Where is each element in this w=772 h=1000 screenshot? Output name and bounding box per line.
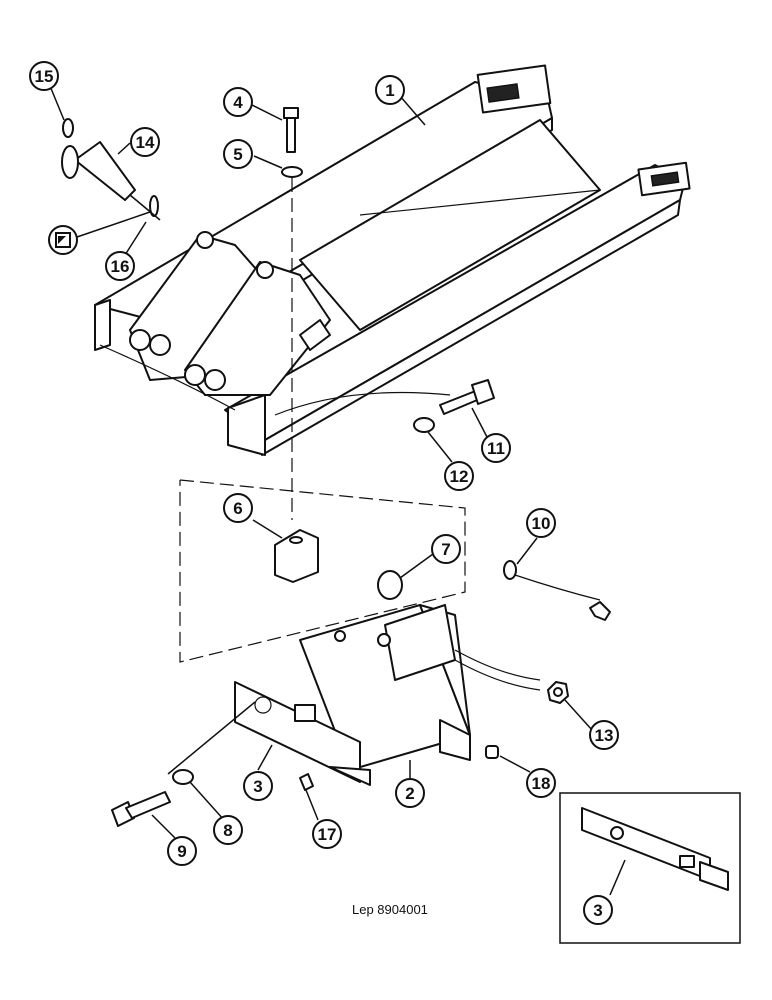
svg-text:3: 3 — [253, 777, 262, 796]
svg-text:12: 12 — [450, 467, 469, 486]
svg-text:11: 11 — [487, 439, 505, 458]
bolt-and-washer-right — [274, 379, 495, 433]
svg-text:10: 10 — [532, 514, 551, 533]
svg-text:16: 16 — [111, 257, 130, 276]
callout-2: 2 — [395, 778, 425, 808]
callout-13: 13 — [589, 720, 619, 750]
beam-assembly — [299, 604, 541, 771]
inset-detail — [559, 792, 741, 944]
pin-assembly — [61, 118, 161, 221]
leader-lines — [49, 85, 593, 839]
svg-text:9: 9 — [177, 842, 186, 861]
callout-3: 3 — [243, 771, 273, 801]
callout-11: 11 — [481, 433, 511, 463]
callout-16: 16 — [105, 251, 135, 281]
svg-text:17: 17 — [318, 825, 337, 844]
callout-5: 5 — [223, 139, 253, 169]
svg-text:14: 14 — [136, 133, 155, 152]
bolt-and-washer-top — [281, 107, 303, 520]
svg-text:1: 1 — [385, 81, 394, 100]
callout-18: 18 — [526, 768, 556, 798]
svg-text:2: 2 — [405, 784, 414, 803]
nut-and-plug — [485, 681, 569, 759]
callout-7: 7 — [431, 534, 461, 564]
reference-symbol-icon — [48, 211, 151, 255]
side-plate-assembly — [111, 681, 371, 827]
pad-bush-group — [274, 529, 611, 621]
svg-text:5: 5 — [233, 145, 242, 164]
callout-9: 9 — [167, 836, 197, 866]
callout-1: 1 — [375, 75, 405, 105]
callout-6: 6 — [223, 493, 253, 523]
svg-text:7: 7 — [441, 540, 450, 559]
main-frame — [94, 64, 691, 456]
drawing-reference: Lep 8904001 — [352, 902, 428, 917]
callout-15: 15 — [29, 61, 59, 91]
svg-text:15: 15 — [35, 67, 54, 86]
svg-text:3: 3 — [593, 901, 602, 920]
callout-10: 10 — [526, 508, 556, 538]
callout-17: 17 — [312, 819, 342, 849]
callout-14: 14 — [130, 127, 160, 157]
callout-8: 8 — [213, 815, 243, 845]
svg-text:13: 13 — [595, 726, 614, 745]
callout-4: 4 — [223, 87, 253, 117]
callout-12: 12 — [444, 461, 474, 491]
svg-text:4: 4 — [233, 93, 243, 112]
callout-3-inset: 3 — [583, 895, 613, 925]
svg-text:18: 18 — [532, 774, 551, 793]
svg-text:8: 8 — [223, 821, 232, 840]
svg-text:6: 6 — [233, 499, 242, 518]
